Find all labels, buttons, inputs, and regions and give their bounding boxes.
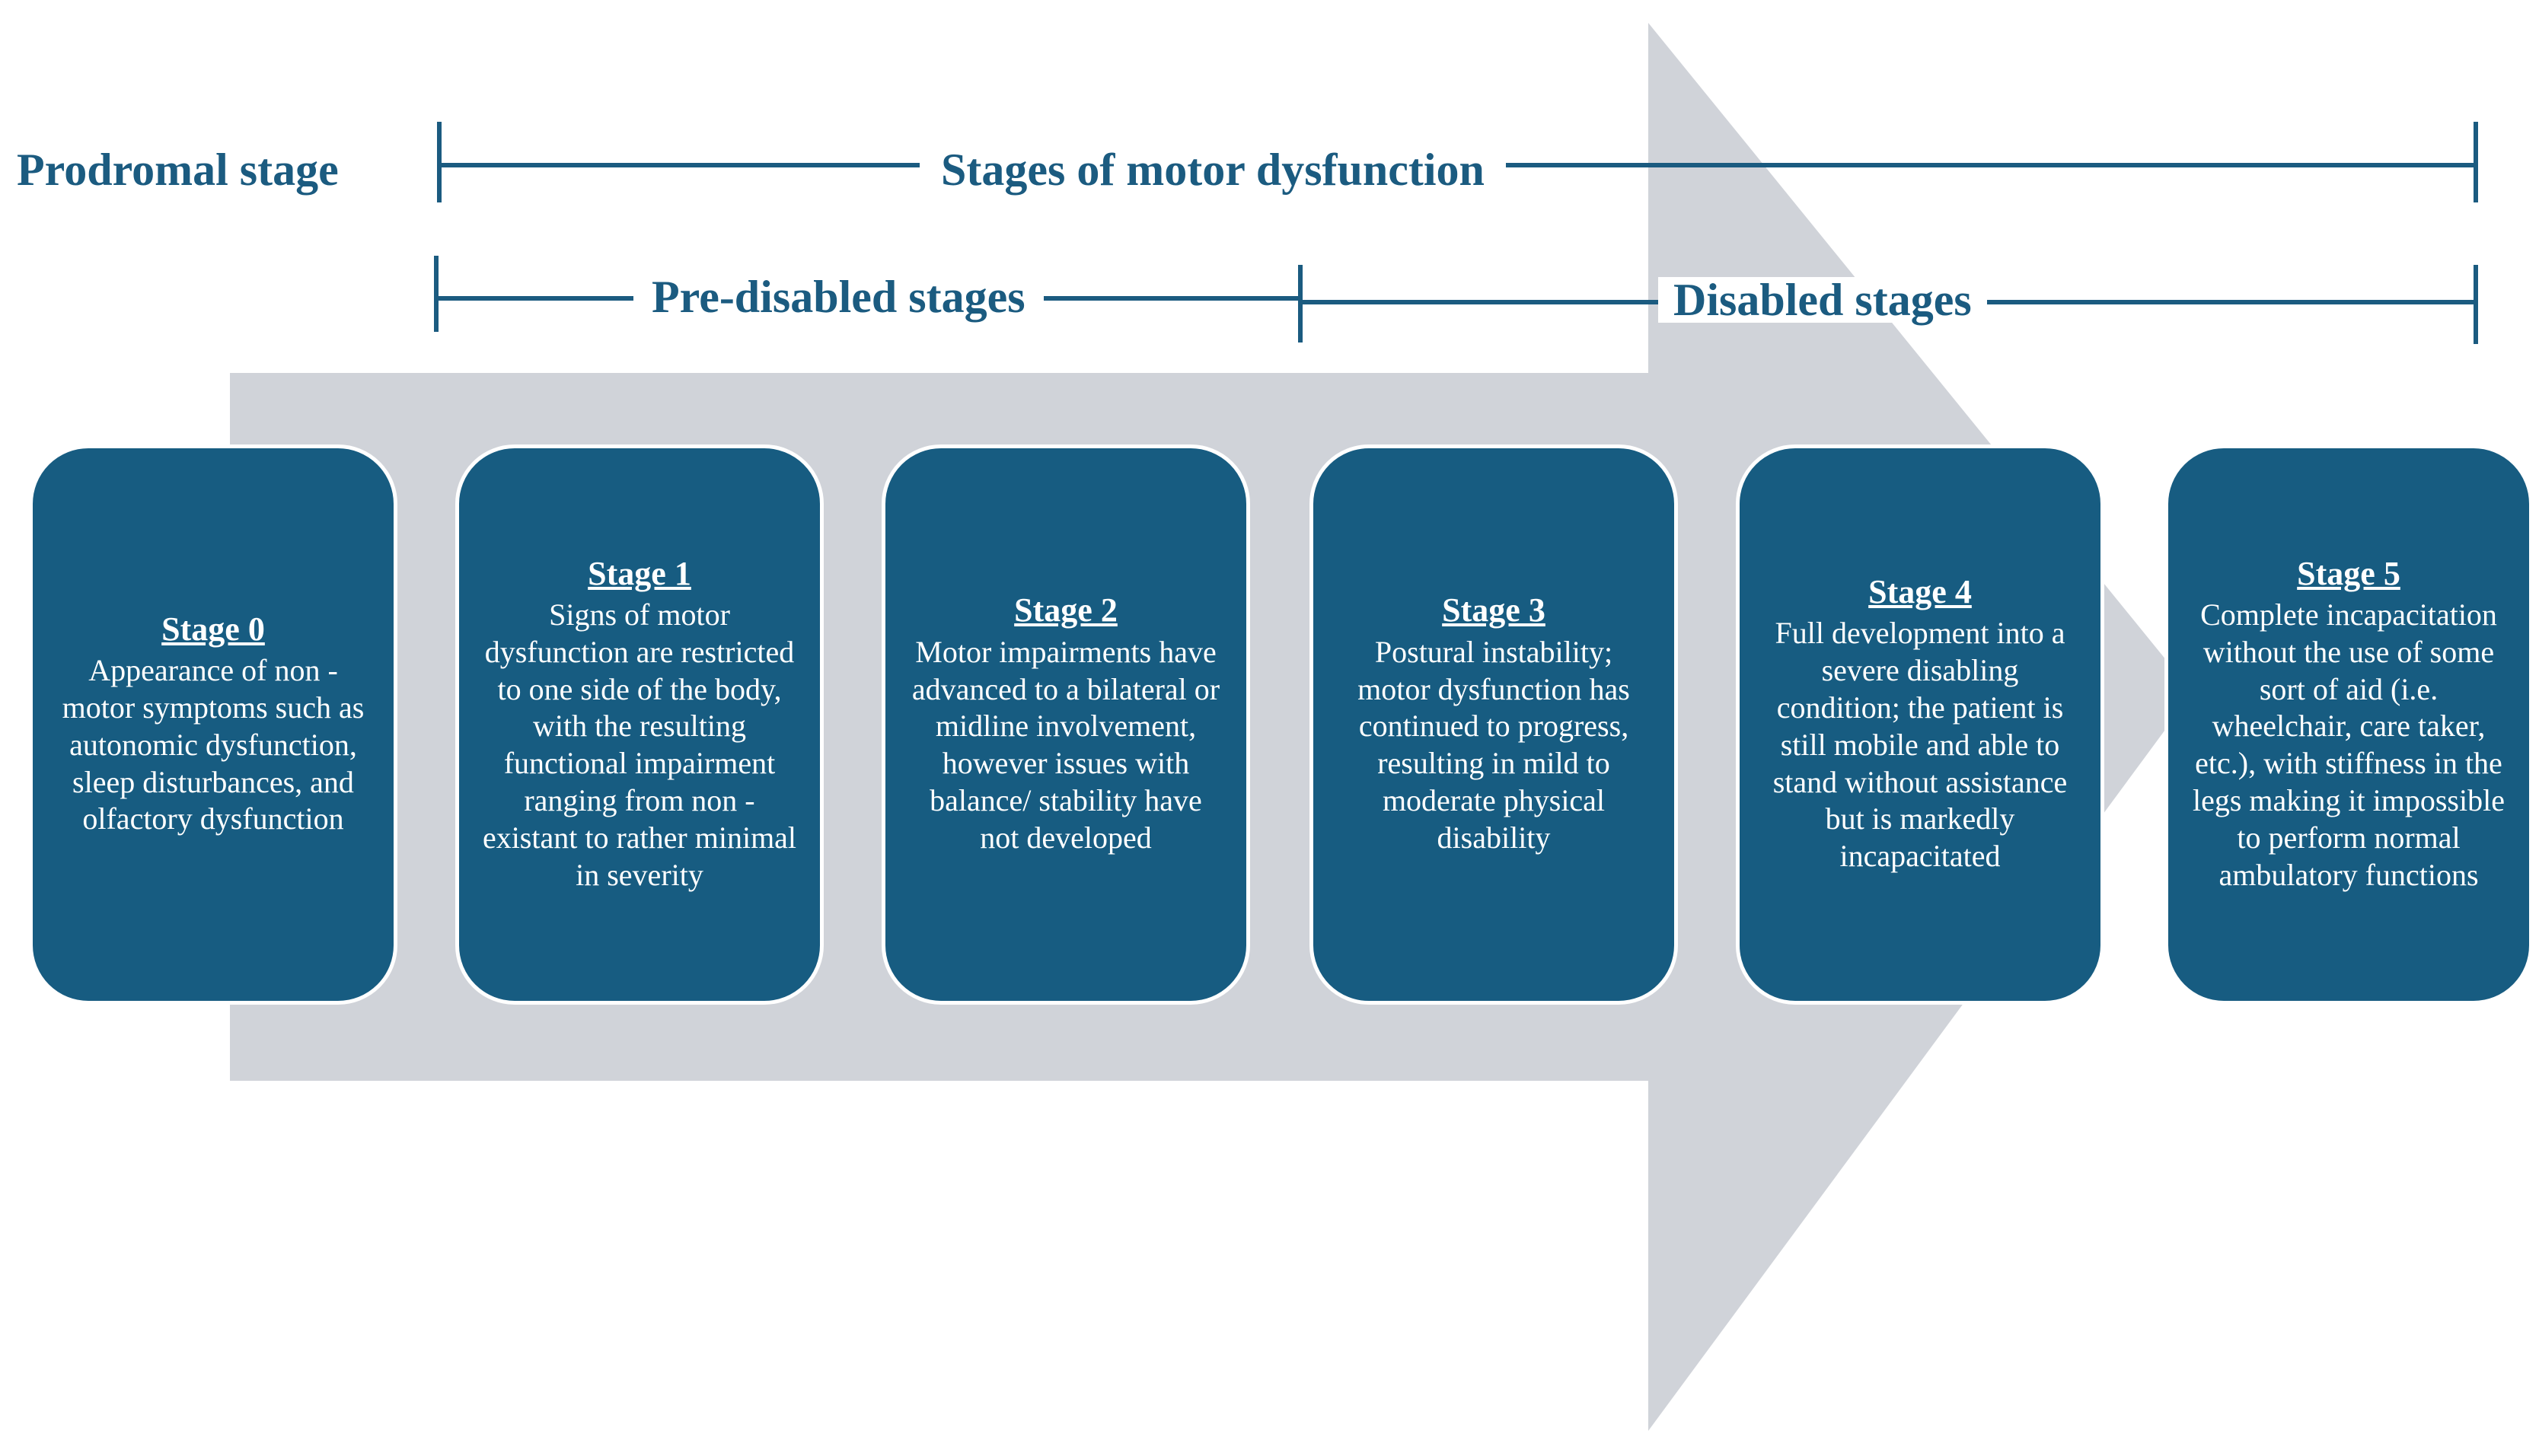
stage-title: Stage 4 [1868, 573, 1972, 611]
pre-disabled-label: Pre-disabled stages [633, 274, 1044, 320]
disabled-label: Disabled stages [1658, 277, 1987, 323]
stage-card-1: Stage 1 Signs of motor dysfunction are r… [455, 444, 824, 1005]
stage-description: Complete incapacitation without the use … [2193, 597, 2505, 892]
stage-description: Motor impairments have advanced to a bil… [911, 634, 1220, 855]
stage-card-5: Stage 5 Complete incapacitation without … [2164, 444, 2533, 1005]
stage-card-0: Stage 0 Appearance of non - motor sympto… [29, 444, 397, 1005]
stage-description: Appearance of non - motor symptoms such … [62, 653, 365, 836]
stage-title: Stage 3 [1442, 591, 1545, 629]
stage-description: Full development into a severe disabling… [1772, 616, 2068, 874]
stage-description: Postural instability; motor dysfunction … [1357, 634, 1630, 855]
stage-title: Stage 2 [1014, 591, 1118, 629]
motor-dysfunction-label: Stages of motor dysfunction [920, 147, 1506, 193]
stage-title: Stage 1 [588, 554, 691, 592]
stage-title: Stage 5 [2297, 554, 2400, 592]
stage-card-2: Stage 2 Motor impairments have advanced … [882, 444, 1250, 1005]
prodromal-stage-label: Prodromal stage [17, 145, 339, 195]
stage-title: Stage 0 [161, 610, 265, 648]
stage-card-3: Stage 3 Postural instability; motor dysf… [1309, 444, 1678, 1005]
stage-description: Signs of motor dysfunction are restricte… [482, 597, 797, 892]
stage-card-4: Stage 4 Full development into a severe d… [1736, 444, 2104, 1005]
